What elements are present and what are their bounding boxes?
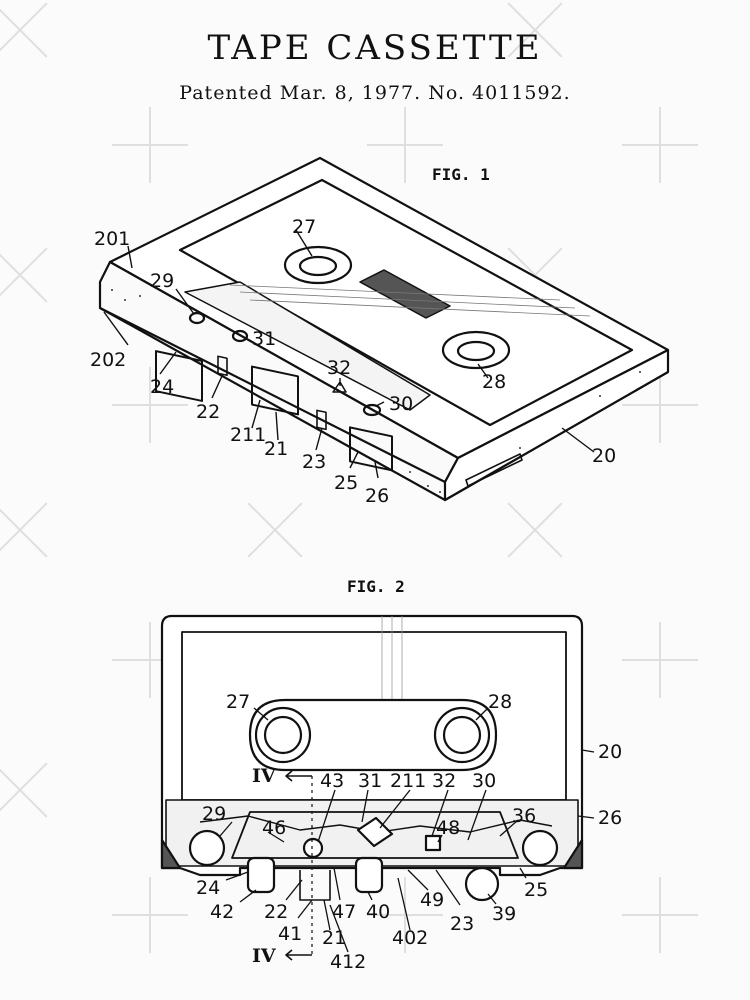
fig1-hole-31: [231, 329, 249, 343]
fig2-part-48: [424, 834, 442, 852]
fig2-ref-26: 26: [598, 807, 622, 829]
fig1-side-slot: [465, 453, 523, 487]
fig1-stipple: [111, 289, 641, 493]
fig1-opening-25: [349, 426, 393, 472]
fig1-ref-25: 25: [334, 472, 358, 494]
fig1-ref-26: 26: [365, 485, 389, 507]
fig1-hub-28-inner: [456, 340, 496, 362]
fig1-ref-22: 22: [196, 401, 220, 423]
fig1-opening-21: [251, 365, 299, 416]
fig2-ref-46: 46: [262, 817, 286, 839]
fig2-ref-40: 40: [366, 901, 390, 923]
fig2-roller-right: [521, 829, 559, 867]
fig2-part-211: [356, 816, 394, 848]
fig2-leaders: [219, 707, 595, 953]
fig2-ref-20: 20: [598, 741, 622, 763]
fig2-hub-27-inner: [263, 715, 303, 755]
fig2-ref-23: 23: [450, 913, 474, 935]
fig2-ref-47: 47: [332, 901, 356, 923]
fig1-hole-30: [362, 403, 382, 417]
fig2-ref-36: 36: [512, 805, 536, 827]
fig2-reference-numerals: 27 28 20 26 IV 43 31 211 32 30 36 29 46 …: [196, 691, 622, 973]
fig1-label: FIG. 1: [432, 165, 490, 184]
fig1-ref-29: 29: [150, 270, 174, 292]
fig2-part-40: [354, 856, 384, 894]
fig1-shading: [229, 284, 591, 317]
fig1-lower-panel: [184, 281, 431, 411]
fig2-inner-box: [231, 811, 519, 859]
fig2-ref-22: 22: [264, 901, 288, 923]
fig1-ref-201: 201: [94, 228, 130, 250]
fig1-ref-30: 30: [389, 393, 413, 415]
fig1-ref-21: 21: [264, 438, 288, 460]
fig1-arrow-32: [332, 381, 347, 393]
fig2-label: FIG. 2: [347, 577, 405, 596]
fig2-ref-48: 48: [436, 817, 460, 839]
fig2-arrow-bottom: [285, 949, 312, 961]
fig1-hub-28: [441, 330, 511, 370]
fig2-ref-IV-top: IV: [252, 765, 277, 787]
fig1-ref-27: 27: [292, 216, 316, 238]
fig2-ref-43: 43: [320, 770, 344, 792]
fig2-ref-28: 28: [488, 691, 512, 713]
fig1-ref-31: 31: [252, 328, 276, 350]
fig2-ref-IV-bot: IV: [252, 945, 277, 967]
fig1-ref-24: 24: [150, 376, 174, 398]
fig1-leaders: [103, 229, 595, 479]
page-title: TAPE CASSETTE: [207, 28, 543, 68]
fig2-hatch-left: [160, 838, 182, 870]
fig2-hub-28-inner: [442, 715, 482, 755]
fig2-ref-24: 24: [196, 877, 220, 899]
fig1-hub-27: [283, 245, 353, 285]
fig2-ref-49: 49: [420, 889, 444, 911]
fig2-ref-21: 21: [322, 927, 346, 949]
fig2-ref-42: 42: [210, 901, 234, 923]
fig1-ref-211: 211: [230, 424, 266, 446]
fig1-hub-27-inner: [298, 255, 338, 277]
fig2-ref-41: 41: [278, 923, 302, 945]
fig1-hole-29: [188, 311, 206, 325]
fig2-part-42: [246, 856, 276, 894]
fig2-ref-29: 29: [202, 803, 226, 825]
fig1-cassette: [98, 156, 670, 502]
fig1-slot-22: [217, 355, 228, 377]
fig2-ref-25: 25: [524, 879, 548, 901]
fig1-reference-numerals: 201 29 31 27 202 24 22 211 21 32 30 23 2…: [90, 216, 616, 507]
fig1-ref-23: 23: [302, 451, 326, 473]
fig1-ref-20: 20: [592, 445, 616, 467]
fig2-roller-left: [188, 829, 226, 867]
fig1-ref-202: 202: [90, 349, 126, 371]
fig2-ref-31: 31: [358, 770, 382, 792]
fig2-hub-window: [248, 698, 498, 772]
fig2-part-43: [302, 837, 324, 859]
fig1-ref-28: 28: [482, 371, 506, 393]
fig2-ref-211: 211: [390, 770, 426, 792]
fig2-ref-32: 32: [432, 770, 456, 792]
fig1-ref-32: 32: [327, 357, 351, 379]
fig2-ref-39: 39: [492, 903, 516, 925]
fig2-ref-402: 402: [392, 927, 428, 949]
fig2-part-39: [464, 866, 500, 902]
fig2-ref-412: 412: [330, 951, 366, 973]
fig2-ref-30: 30: [472, 770, 496, 792]
fig2-guide-lines: [381, 616, 403, 700]
fig2-hatch-right: [562, 838, 584, 870]
fig1-label-area: [178, 178, 634, 427]
fig2-arrow-top: [285, 770, 312, 782]
fig2-cassette: [160, 614, 584, 961]
patent-line: Patented Mar. 8, 1977. No. 4011592.: [179, 82, 571, 104]
fig1-window: [359, 269, 451, 319]
fig1-opening-24: [155, 350, 203, 402]
fig2-support-post: [299, 870, 331, 901]
fig2-ref-27: 27: [226, 691, 250, 713]
